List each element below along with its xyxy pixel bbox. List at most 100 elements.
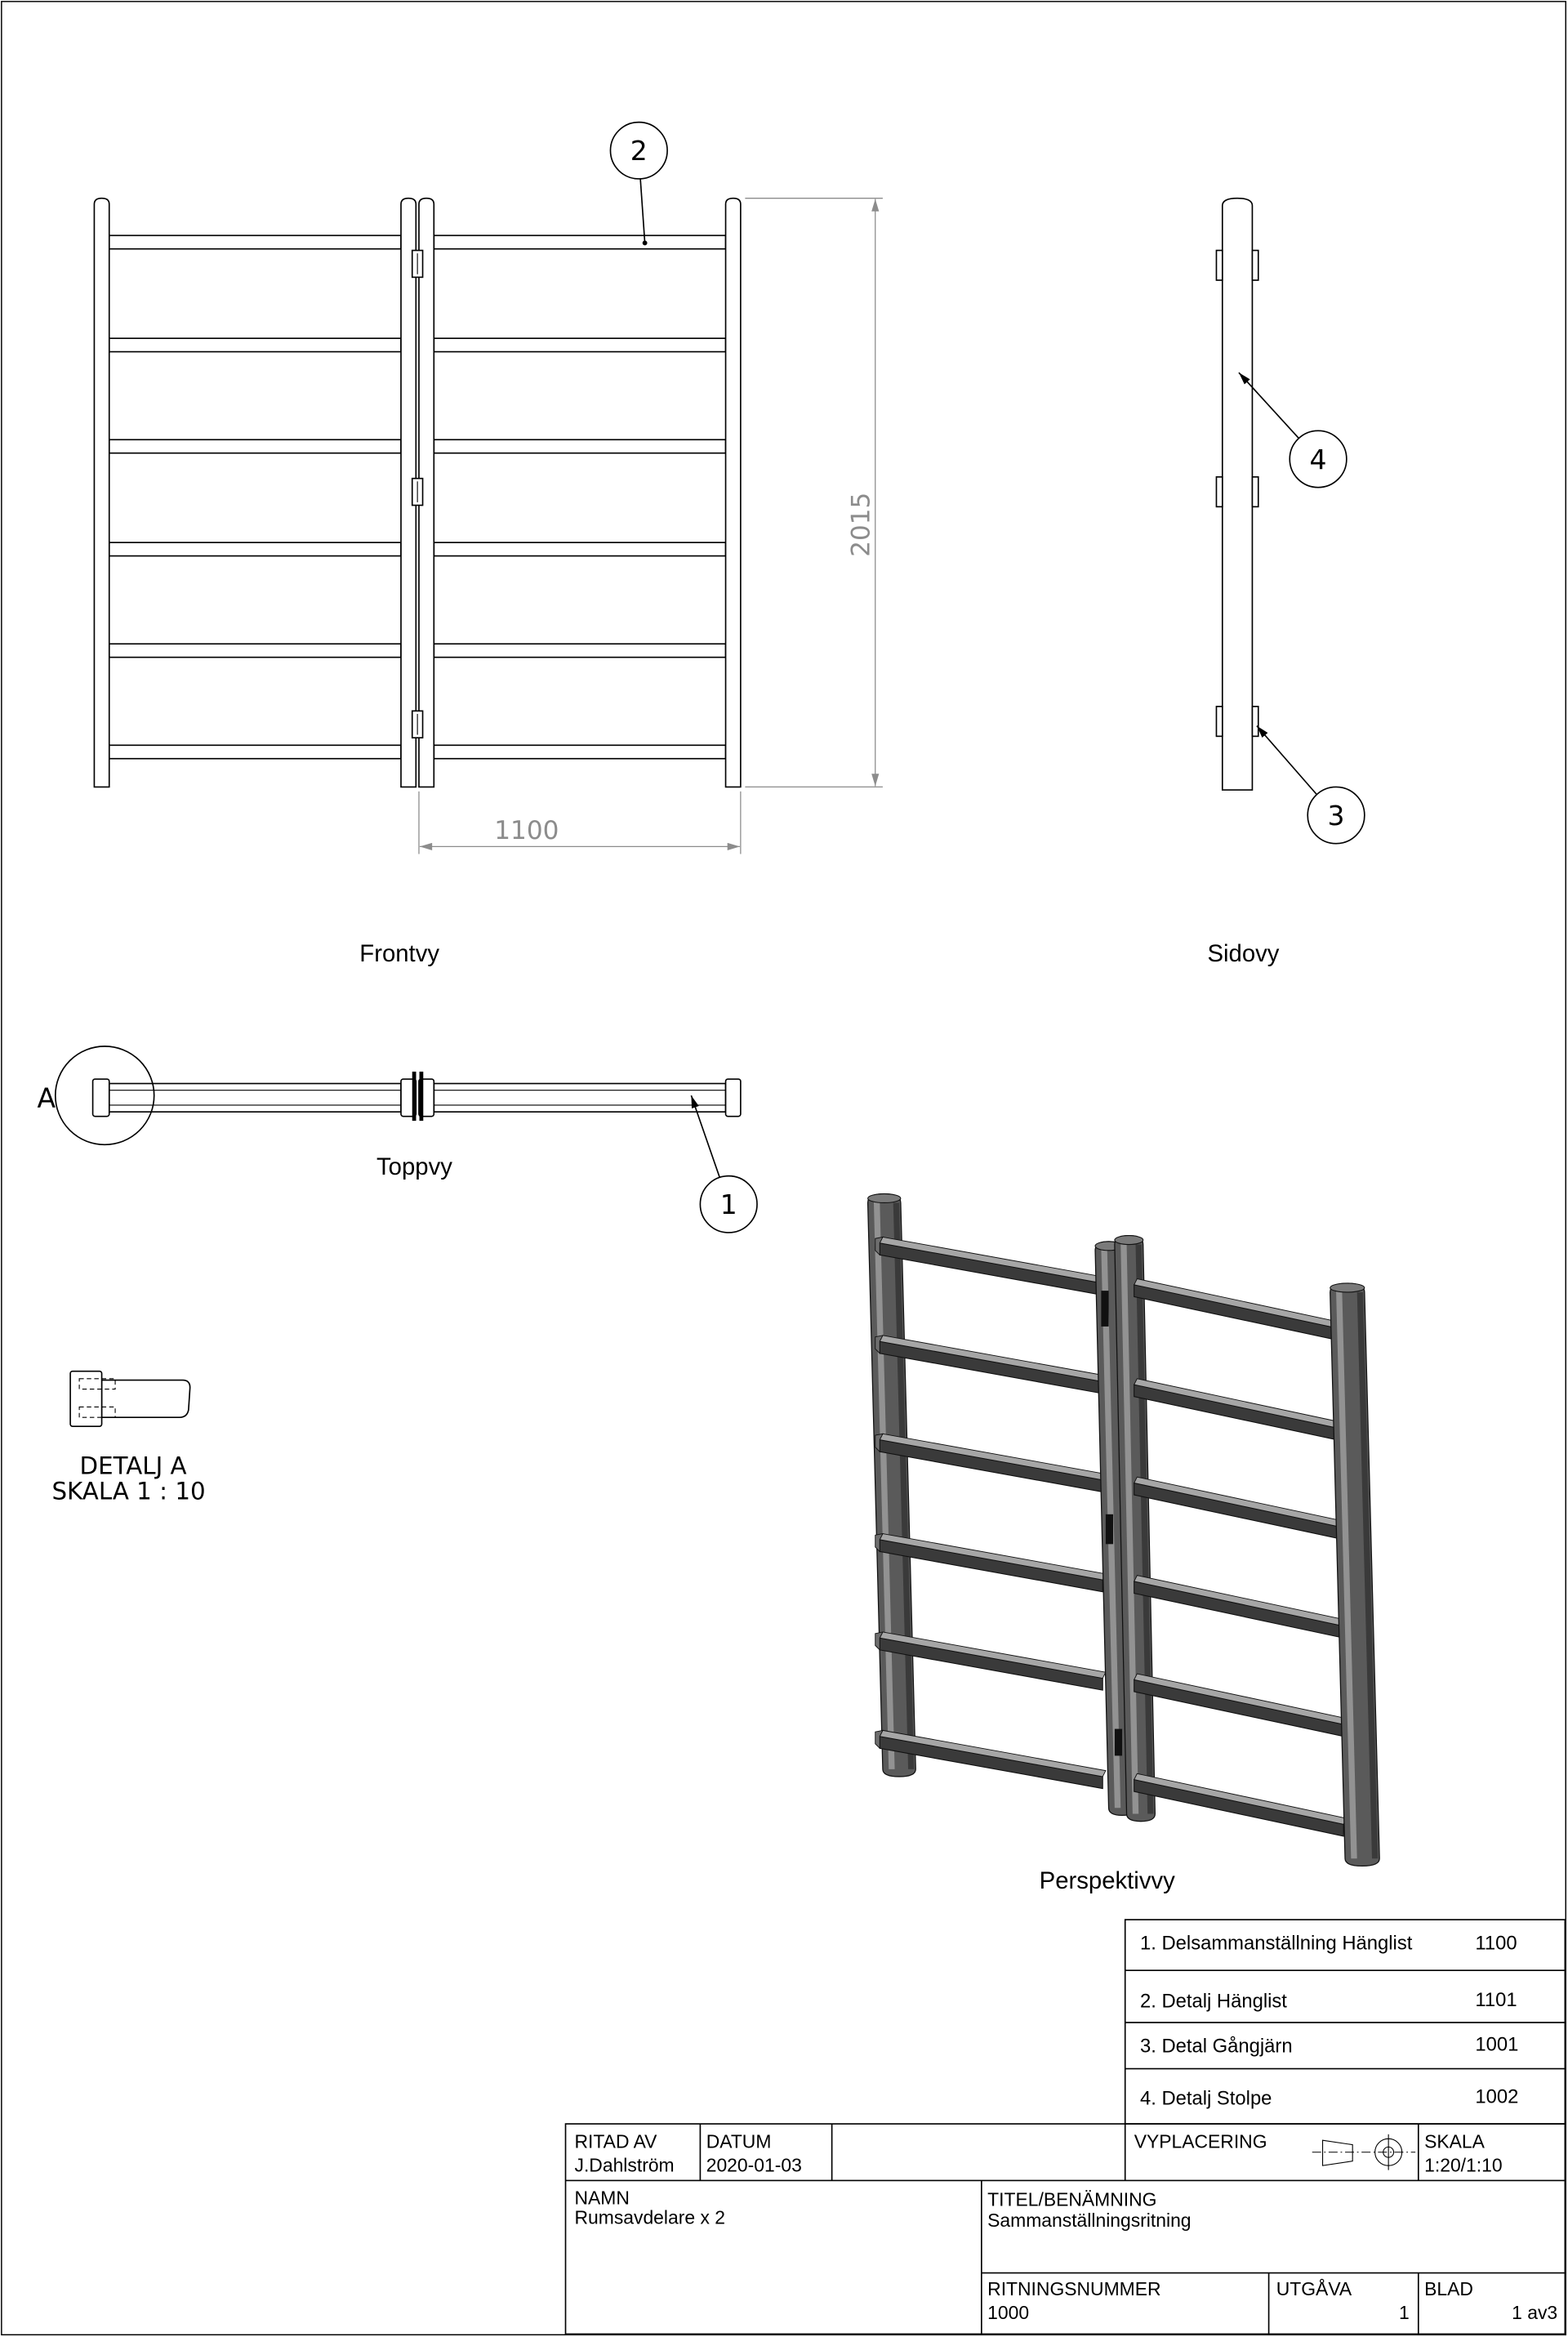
perspective-rung-right-3-top-face bbox=[1134, 1476, 1348, 1528]
parts-list-item-4-number: 1002 bbox=[1475, 2086, 1518, 2108]
drawing-number-label: RITNINGSNUMMER bbox=[987, 2278, 1160, 2299]
detail-a-hidden-hinge bbox=[78, 1378, 116, 1390]
perspective-rung-right-2 bbox=[1134, 1378, 1348, 1443]
perspective-rung-left-1-front-face bbox=[879, 1242, 1103, 1296]
perspective-rung-right-2-top-face bbox=[1134, 1378, 1348, 1430]
detail-a-title: DETALJ A bbox=[79, 1452, 186, 1480]
issue-label: UTGÅVA bbox=[1276, 2278, 1352, 2299]
dimension-height-value: 2015 bbox=[846, 493, 875, 557]
perspective-rung-right-5-top-face bbox=[1134, 1673, 1348, 1725]
front-rung-left-5 bbox=[108, 643, 402, 658]
detail-a-marker: A bbox=[38, 1046, 155, 1146]
perspective-post-left-top-cap bbox=[867, 1193, 902, 1204]
perspective-rung-left-4-front-face bbox=[879, 1539, 1103, 1593]
perspective-view bbox=[866, 1193, 1380, 1867]
perspective-rung-right-4 bbox=[1134, 1575, 1348, 1639]
perspective-rung-right-6-top-face bbox=[1134, 1773, 1348, 1825]
detail-a-scale: SKALA 1 : 10 bbox=[51, 1478, 205, 1505]
perspective-rung-left-6-end-face bbox=[875, 1729, 884, 1750]
top-hinge bbox=[419, 1071, 424, 1122]
perspective-rung-right-5-front-face bbox=[1134, 1679, 1344, 1737]
drawn-by-label: RITAD AV bbox=[575, 2130, 658, 2152]
balloon-1-leader bbox=[690, 1095, 721, 1178]
parts-list-item-1-number: 1100 bbox=[1475, 1933, 1517, 1955]
balloon-2-leader bbox=[639, 178, 646, 243]
view-placement-label: VYPLACERING bbox=[1134, 2130, 1267, 2152]
perspective-post-middle-right-highlight bbox=[1120, 1242, 1139, 1814]
drawn-by-value: J.Dahlström bbox=[575, 2155, 675, 2176]
scale-label: SKALA bbox=[1424, 2130, 1486, 2152]
front-rung-right-1 bbox=[433, 234, 727, 250]
balloon-2-leader-dot bbox=[642, 240, 648, 246]
side-view bbox=[1215, 197, 1259, 791]
parts-list-item-1-description: 1. Delsammanställning Hänglist bbox=[1140, 1933, 1413, 1955]
front-rung-right-2 bbox=[433, 337, 727, 353]
perspective-rung-right-1-top-face bbox=[1134, 1278, 1348, 1331]
side-hinge-left-1 bbox=[1215, 249, 1223, 281]
perspective-rung-left-3-end-face bbox=[875, 1433, 884, 1453]
perspective-post-right-top-cap bbox=[1330, 1282, 1365, 1293]
perspective-rung-right-5 bbox=[1134, 1673, 1348, 1737]
front-post-middle-right bbox=[418, 197, 435, 788]
perspective-post-right-highlight bbox=[1336, 1291, 1357, 1859]
side-hinge-right-2 bbox=[1251, 476, 1259, 508]
perspective-rung-left-3-front-face bbox=[879, 1438, 1103, 1493]
name-label: NAMN bbox=[575, 2188, 630, 2209]
perspective-view-label: Perspektivvy bbox=[1040, 1868, 1176, 1894]
dimension-width: 1100 bbox=[418, 791, 742, 854]
date-label: DATUM bbox=[706, 2130, 772, 2152]
side-hinge-left-2 bbox=[1215, 476, 1223, 508]
parts-list-item-2-description: 2. Detalj Hänglist bbox=[1140, 1991, 1287, 2013]
perspective-rung-left-2-front-face bbox=[879, 1340, 1103, 1394]
side-hinge-right-1 bbox=[1251, 249, 1259, 281]
perspective-hinge-1 bbox=[1101, 1291, 1109, 1327]
perspective-post-right bbox=[1330, 1282, 1380, 1867]
detail-a-rail bbox=[100, 1379, 191, 1419]
perspective-rung-right-1 bbox=[1134, 1278, 1348, 1342]
perspective-rung-right-3-front-face bbox=[1134, 1482, 1344, 1541]
front-post-right bbox=[724, 197, 742, 788]
perspective-rung-left-5-end-face bbox=[875, 1631, 884, 1651]
balloon-4-leader bbox=[1238, 372, 1299, 439]
top-hinge bbox=[412, 1071, 416, 1122]
parts-list-item-4-description: 4. Detalj Stolpe bbox=[1140, 2087, 1272, 2109]
parts-list-item-3-description: 3. Detal Gångjärn bbox=[1140, 2036, 1293, 2058]
balloon-2: 2 bbox=[609, 121, 668, 246]
perspective-post-left bbox=[866, 1193, 916, 1777]
front-rung-left-4 bbox=[108, 542, 402, 557]
side-hinge-left-3 bbox=[1215, 706, 1223, 738]
perspective-rung-right-3 bbox=[1134, 1476, 1348, 1541]
front-rung-left-1 bbox=[108, 234, 402, 250]
balloon-1-circle bbox=[699, 1175, 758, 1233]
balloon-4-circle bbox=[1289, 430, 1348, 488]
issue-value: 1 bbox=[1399, 2302, 1410, 2323]
balloon-3-leader bbox=[1256, 725, 1317, 796]
balloon-3: 3 bbox=[1256, 725, 1365, 845]
front-rung-left-2 bbox=[108, 337, 402, 353]
front-post-middle-left bbox=[400, 197, 417, 788]
top-post-right bbox=[724, 1078, 742, 1117]
front-post-left bbox=[93, 197, 110, 788]
front-rung-left-3 bbox=[108, 439, 402, 454]
title-block: RITAD AV J.Dahlström DATUM 2020-01-03 VY… bbox=[564, 2123, 1566, 2335]
perspective-hinge-2 bbox=[1105, 1514, 1114, 1545]
side-post bbox=[1221, 197, 1254, 791]
top-post-left bbox=[91, 1078, 110, 1117]
top-view bbox=[91, 1071, 742, 1122]
perspective-rung-left-2-end-face bbox=[875, 1335, 884, 1354]
title-block-frame bbox=[564, 2123, 1566, 2335]
side-hinges bbox=[1215, 249, 1259, 738]
perspective-post-middle-right-top-cap bbox=[1114, 1235, 1144, 1246]
balloon-1: 1 bbox=[690, 1095, 758, 1233]
front-rung-left-6 bbox=[108, 744, 402, 760]
parts-list-item-3-number: 1001 bbox=[1475, 2034, 1518, 2056]
top-view-label: Toppvy bbox=[376, 1154, 452, 1180]
scale-value: 1:20/1:10 bbox=[1424, 2155, 1502, 2176]
front-view-label: Frontvy bbox=[359, 941, 439, 967]
date-value: 2020-01-03 bbox=[706, 2155, 802, 2176]
perspective-rung-right-6-front-face bbox=[1134, 1778, 1344, 1837]
sheet-label: BLAD bbox=[1424, 2278, 1473, 2299]
title-label: TITEL/BENÄMNING bbox=[987, 2188, 1156, 2210]
